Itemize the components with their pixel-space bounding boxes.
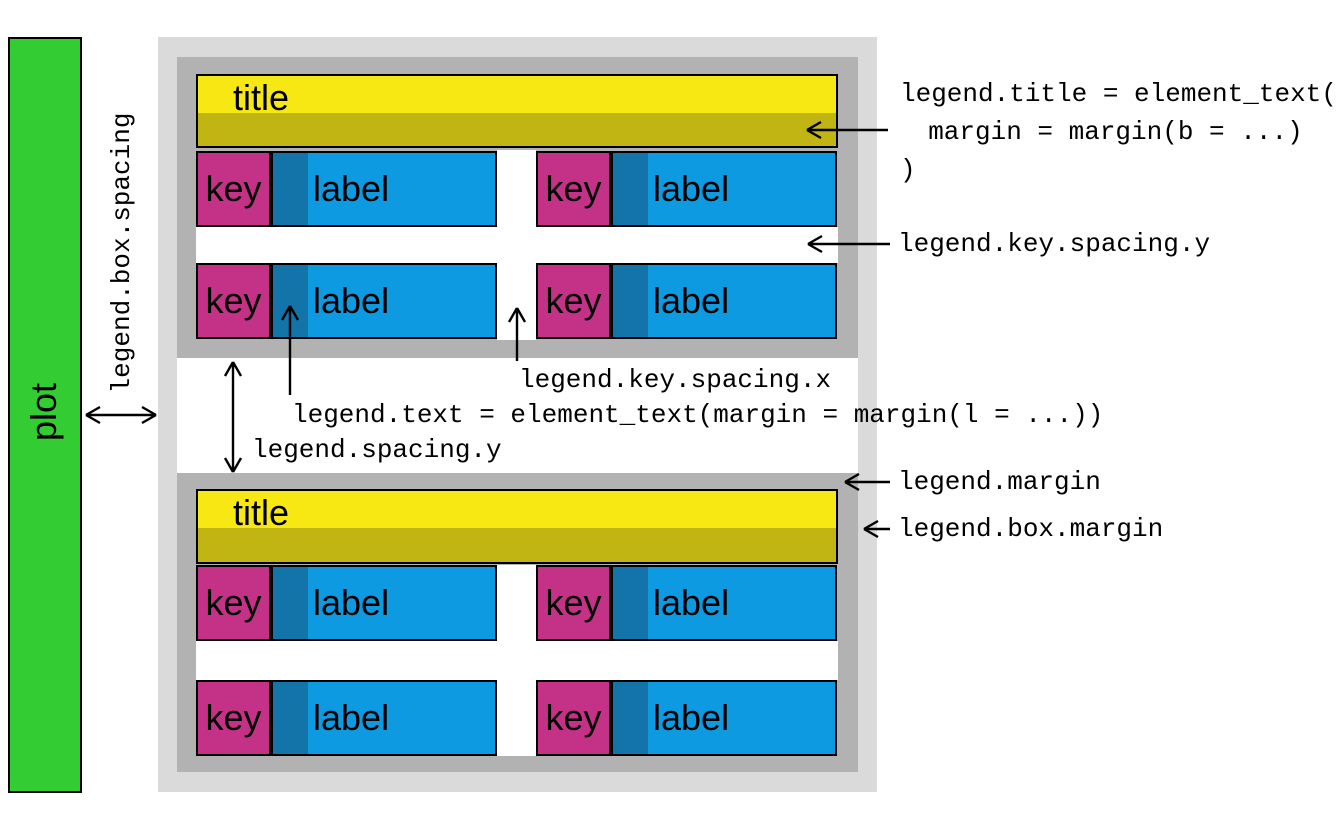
label-left-margin xyxy=(273,153,308,225)
annotation-legend-margin: legend.margin xyxy=(898,467,1101,497)
key-spacing-y-gap xyxy=(196,641,838,680)
legend-title-fill xyxy=(198,76,836,113)
annotation-legend-title-1: legend.title = element_text( xyxy=(900,79,1337,109)
key-text: key xyxy=(205,697,262,738)
label-left-margin xyxy=(273,265,308,337)
legend-title-box: title xyxy=(196,74,838,148)
legend-key: key xyxy=(196,565,271,641)
label-text: label xyxy=(313,280,390,321)
annotation-legend-title-3: ) xyxy=(900,155,916,185)
plot-panel-bar xyxy=(8,37,82,793)
key-text: key xyxy=(205,582,262,623)
annotation-key-spacing-y: legend.key.spacing.y xyxy=(898,229,1211,259)
key-text: key xyxy=(545,280,602,321)
key-text: key xyxy=(545,582,602,623)
label-left-margin xyxy=(613,567,648,639)
key-text: key xyxy=(205,280,262,321)
label-text: label xyxy=(653,697,730,738)
legend-key: key xyxy=(536,680,611,756)
legend-title-text: title xyxy=(233,492,290,533)
key-text: key xyxy=(545,168,602,209)
label-text: label xyxy=(313,168,390,209)
legend-key: key xyxy=(196,151,271,227)
annotation-legend-box-margin: legend.box.margin xyxy=(898,514,1164,544)
legend-1: title key label key label key label key … xyxy=(177,57,858,358)
annotation-legend-text: legend.text = element_text(margin = marg… xyxy=(292,400,1104,430)
label-left-margin xyxy=(613,265,648,337)
legend-label: label xyxy=(271,565,497,641)
label-text: label xyxy=(653,168,730,209)
annotation-box-spacing: legend.box.spacing xyxy=(107,112,137,394)
legend-key: key xyxy=(536,565,611,641)
key-text: key xyxy=(205,168,262,209)
legend-label: label xyxy=(611,151,837,227)
annotation-spacing-y: legend.spacing.y xyxy=(252,435,502,465)
legend-label: label xyxy=(271,151,497,227)
legend-label: label xyxy=(611,680,837,756)
label-left-margin xyxy=(613,682,648,754)
key-spacing-y-gap xyxy=(196,227,838,263)
label-text: label xyxy=(313,697,390,738)
legend-label: label xyxy=(611,263,837,339)
legend-title-text: title xyxy=(233,77,290,118)
legend-2: title key label key label key label key … xyxy=(177,473,858,772)
key-text: key xyxy=(545,697,602,738)
label-text: label xyxy=(653,582,730,623)
label-text: label xyxy=(653,280,730,321)
legend-label: label xyxy=(271,263,497,339)
legend-title-box: title xyxy=(196,489,838,564)
legend-key: key xyxy=(196,263,271,339)
legend-key: key xyxy=(536,263,611,339)
plot-label: plot xyxy=(23,382,64,442)
legend-label: label xyxy=(611,565,837,641)
legend-label: label xyxy=(271,680,497,756)
box-spacing-arrow xyxy=(85,405,157,425)
label-left-margin xyxy=(273,567,308,639)
label-text: label xyxy=(313,582,390,623)
legend-key: key xyxy=(536,151,611,227)
label-left-margin xyxy=(613,153,648,225)
legend-title-fill xyxy=(198,491,836,528)
legend-key: key xyxy=(196,680,271,756)
annotation-key-spacing-x: legend.key.spacing.x xyxy=(519,365,832,395)
label-left-margin xyxy=(273,682,308,754)
annotation-legend-title-2: margin = margin(b = ...) xyxy=(897,117,1303,147)
